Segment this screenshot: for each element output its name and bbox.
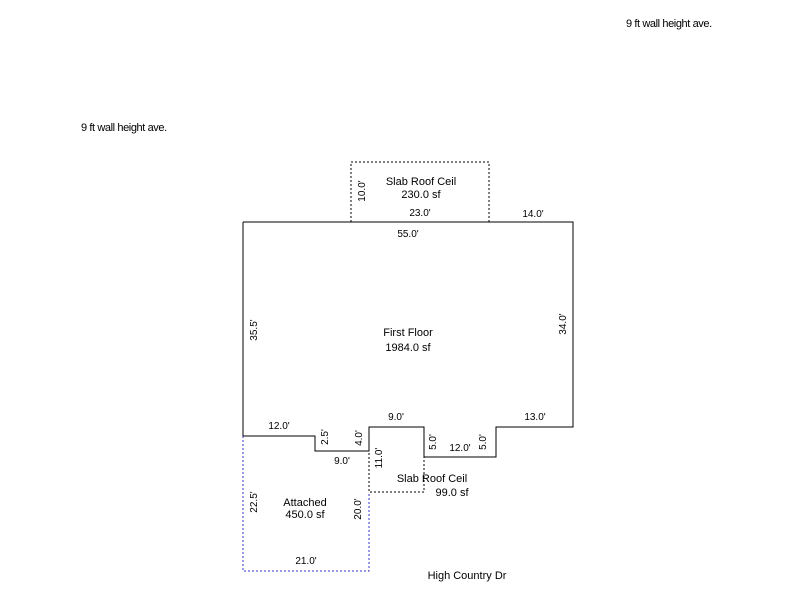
street-name: High Country Dr (428, 570, 507, 582)
dim-slab-bottom-side: 11.0' (374, 448, 385, 469)
slab-roof-top-name: Slab Roof Ceil (386, 176, 456, 188)
dim-step-left-top: 12.0' (268, 421, 289, 432)
wall-height-note-top: 9 ft wall height ave. (626, 18, 712, 30)
dim-attached-bottom: 21.0' (295, 556, 316, 567)
attached-name: Attached (283, 497, 326, 509)
dim-notch-bottom: 12.0' (449, 443, 470, 454)
dim-attached-right: 20.0' (353, 498, 364, 519)
dim-slab-top-side: 10.0' (357, 180, 368, 201)
first-floor-outline (242, 221, 574, 458)
dim-main-left: 35.5' (249, 319, 260, 340)
dim-slab-top-bottom: 23.0' (409, 208, 430, 219)
slab-roof-bottom-size: 99.0 sf (435, 487, 469, 499)
first-floor-size: 1984.0 sf (385, 342, 431, 354)
slab-roof-bottom-outline (368, 426, 425, 493)
attached-size: 450.0 sf (285, 509, 325, 521)
dim-main-top-right: 14.0' (522, 209, 543, 220)
dim-notch-left: 5.0' (428, 434, 439, 450)
dim-step-drop-b: 4.0' (354, 430, 365, 446)
dim-main-top: 55.0' (397, 229, 418, 240)
wall-height-note-left: 9 ft wall height ave. (81, 122, 167, 134)
dim-step-bottom: 9.0' (334, 456, 350, 467)
dim-slab-bottom-top: 9.0' (388, 412, 404, 423)
slab-roof-bottom-name: Slab Roof Ceil (397, 473, 467, 485)
dim-main-right: 34.0' (558, 313, 569, 334)
dim-right-bottom: 13.0' (524, 412, 545, 423)
first-floor-name: First Floor (383, 327, 433, 339)
dim-notch-right: 5.0' (478, 434, 489, 450)
slab-roof-top-outline (350, 161, 490, 223)
dim-step-drop-a: 2.5' (320, 429, 331, 445)
attached-garage-outline (242, 436, 370, 572)
slab-roof-top-size: 230.0 sf (401, 189, 441, 201)
dim-attached-left: 22.5' (249, 491, 260, 512)
